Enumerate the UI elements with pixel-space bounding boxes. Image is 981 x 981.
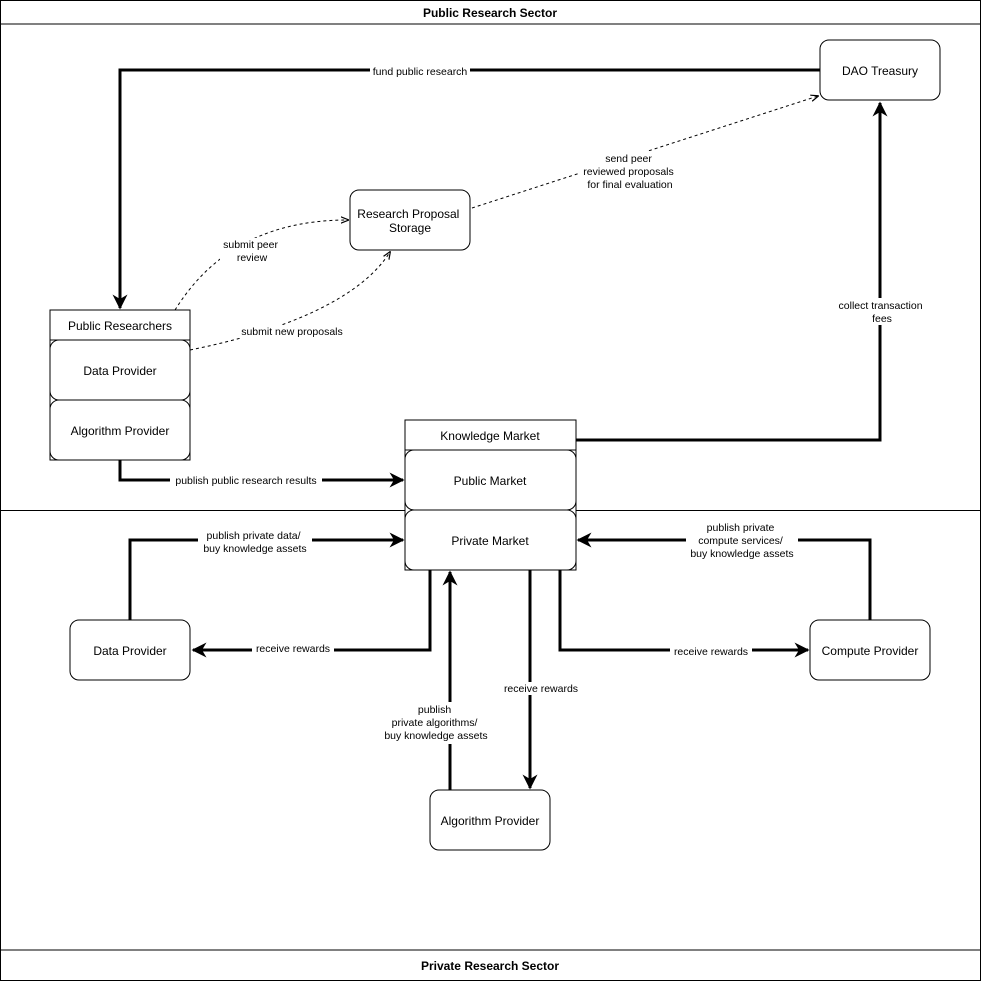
research-proposal-storage-label: Research Proposal Storage [357,207,462,235]
public-market[interactable]: Public Market [404,449,577,511]
edge-publish-private-data: publish private data/ buy knowledge asse… [128,529,405,620]
public-data-provider[interactable]: Data Provider [49,339,191,401]
private-data-provider-label: Data Provider [93,644,166,658]
edge-receive-rewards-data: receive rewards [191,570,432,658]
public-data-provider-label: Data Provider [83,364,156,378]
edge-submit-new-proposals: submit new proposals [189,252,390,351]
private-sector-title: Private Research Sector [421,959,559,973]
edge-label-receive-rewards-compute: receive rewards [674,646,748,658]
edge-submit-peer-review: submit peer review [174,220,348,311]
edge-fund-public-research: fund public research [112,64,820,310]
public-algorithm-provider-label: Algorithm Provider [71,424,170,438]
node-private-data-provider[interactable]: Data Provider [69,619,191,681]
edge-collect-transaction-fees: collect transaction fees [576,101,928,442]
edge-send-peer-reviewed: send peer reviewed proposals for final e… [471,96,818,209]
private-market-label: Private Market [451,534,529,548]
private-algorithm-provider-label: Algorithm Provider [441,814,540,828]
edge-publish-private-compute: publish private compute services/ buy kn… [576,520,872,620]
dao-treasury-label: DAO Treasury [842,64,918,78]
edge-label-publish-private-compute: publish private compute services/ buy kn… [690,522,793,560]
private-market[interactable]: Private Market [404,509,577,571]
public-sector-title: Public Research Sector [423,6,557,20]
edge-publish-private-algorithms: publish private algorithms/ buy knowledg… [380,570,492,790]
edge-receive-rewards-algorithm: receive rewards [500,570,582,790]
edge-receive-rewards-compute: receive rewards [558,570,810,658]
edge-label-fund-public-research: fund public research [373,66,468,78]
edge-publish-public-results: publish public research results [118,460,405,488]
edge-label-submit-peer-review: submit peer review [223,239,281,264]
node-private-algorithm-provider[interactable]: Algorithm Provider [429,789,551,851]
node-dao-treasury[interactable]: DAO Treasury [819,39,941,101]
compute-provider-label: Compute Provider [822,644,919,658]
edge-label-submit-new-proposals: submit new proposals [241,326,343,338]
edge-label-publish-private-data: publish private data/ buy knowledge asse… [203,530,306,555]
edge-label-publish-public-results: publish public research results [175,475,316,487]
private-sector: Private Research Sector [0,510,981,981]
public-market-label: Public Market [454,474,527,488]
edge-label-send-peer-reviewed: send peer reviewed proposals for final e… [583,153,676,191]
node-research-proposal-storage[interactable]: Research Proposal Storage [349,189,471,251]
edge-label-publish-private-algorithms: publish private algorithms/ buy knowledg… [384,704,487,742]
knowledge-market-title: Knowledge Market [440,429,540,443]
public-algorithm-provider[interactable]: Algorithm Provider [49,399,191,461]
edge-label-receive-rewards-data: receive rewards [256,643,330,655]
public-researchers-title: Public Researchers [68,319,172,333]
edge-label-receive-rewards-algorithm: receive rewards [504,683,578,695]
node-compute-provider[interactable]: Compute Provider [809,619,931,681]
edge-label-collect-transaction-fees: collect transaction fees [839,300,926,325]
node-public-researchers[interactable]: Public Researchers Data Provider Algorit… [49,309,191,461]
node-knowledge-market[interactable]: Knowledge Market Public Market Private M… [404,419,577,571]
